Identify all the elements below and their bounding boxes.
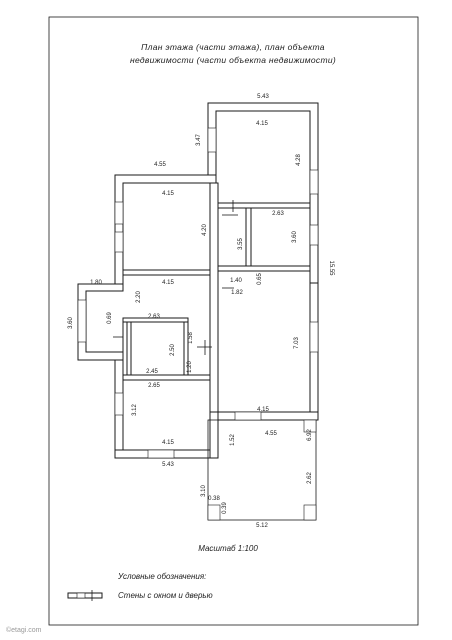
terrace bbox=[207, 419, 317, 521]
scale-label: Масштаб 1:100 bbox=[198, 544, 258, 553]
dim-label: 3.60 bbox=[292, 231, 298, 243]
dim-label: 15.55 bbox=[328, 260, 334, 276]
dim-label: 2.63 bbox=[272, 211, 284, 217]
dim-label: 6.92 bbox=[307, 429, 313, 441]
dim-label: 2.65 bbox=[148, 383, 160, 389]
dim-label: 3.60 bbox=[68, 317, 74, 329]
dim-label: 7.03 bbox=[294, 337, 300, 349]
dim-label: 3.10 bbox=[201, 485, 207, 497]
dim-label: 2.50 bbox=[170, 344, 176, 356]
title-line-2: недвижимости (части объекта недвижимости… bbox=[130, 55, 336, 65]
dim-label: 5.43 bbox=[257, 94, 269, 100]
dim-label: 4.15 bbox=[162, 191, 174, 197]
dim-label: 2.45 bbox=[146, 369, 158, 375]
dim-label: 5.43 bbox=[162, 462, 174, 468]
dim-label: 3.47 bbox=[196, 134, 202, 146]
dim-label: 2.63 bbox=[148, 314, 160, 320]
dim-label: 3.55 bbox=[238, 238, 244, 250]
dim-label: 4.15 bbox=[257, 407, 269, 413]
dim-label: 4.15 bbox=[162, 440, 174, 446]
dim-label: 2.20 bbox=[136, 291, 142, 303]
dim-label: 2.62 bbox=[307, 472, 313, 484]
dim-label: 0.65 bbox=[257, 273, 263, 285]
dim-label: 5.12 bbox=[256, 523, 268, 529]
dim-label: 1.20 bbox=[187, 361, 193, 373]
dim-label: 0.69 bbox=[107, 312, 113, 324]
dim-label: 0.38 bbox=[208, 496, 220, 502]
dimension-labels: 5.43 4.15 3.47 4.28 4.55 4.15 4.20 2.63 … bbox=[68, 94, 334, 529]
dim-label: 4.28 bbox=[296, 154, 302, 166]
dim-label: 1.40 bbox=[230, 278, 242, 284]
dim-label: 4.55 bbox=[154, 162, 166, 168]
title-line-1: План этажа (части этажа), план объекта bbox=[141, 42, 325, 52]
watermark: ©etagi.com bbox=[6, 626, 42, 634]
dim-label: 1.80 bbox=[90, 280, 102, 286]
page-border bbox=[48, 16, 419, 626]
dim-label: 4.15 bbox=[256, 121, 268, 127]
dim-label: 1.52 bbox=[230, 434, 236, 446]
legend-wall-symbol bbox=[67, 590, 103, 601]
legend-item: Стены с окном и дверью bbox=[118, 591, 213, 600]
dim-label: 4.15 bbox=[162, 280, 174, 286]
legend-heading: Условные обозначения: bbox=[117, 572, 206, 581]
dim-label: 1.82 bbox=[231, 290, 243, 296]
exterior-walls bbox=[77, 102, 319, 459]
dim-label: 4.55 bbox=[265, 431, 277, 437]
dim-label: 0.39 bbox=[222, 502, 228, 514]
interior-walls bbox=[122, 182, 311, 413]
dim-label: 3.12 bbox=[132, 404, 138, 416]
dim-label: 4.20 bbox=[202, 224, 208, 236]
windows-and-doors bbox=[77, 127, 319, 459]
dim-label: 1.58 bbox=[188, 332, 194, 344]
